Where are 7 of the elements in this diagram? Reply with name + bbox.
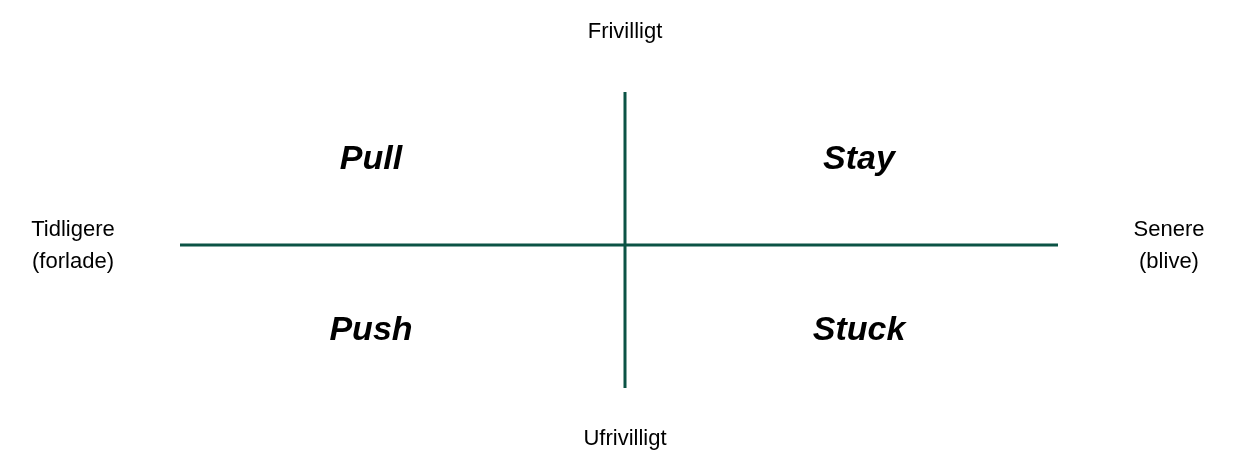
axis-label: Ufrivilligt — [582, 424, 668, 452]
quadrant-label: Stuck — [811, 312, 908, 344]
quadrant-label: Pull — [338, 141, 404, 173]
axis-label: Senere (blive) — [1132, 215, 1206, 275]
axis-label: Frivilligt — [586, 17, 664, 45]
axis-label: Tidligere (forlade) — [30, 215, 116, 275]
quadrant-label: Push — [328, 312, 414, 344]
